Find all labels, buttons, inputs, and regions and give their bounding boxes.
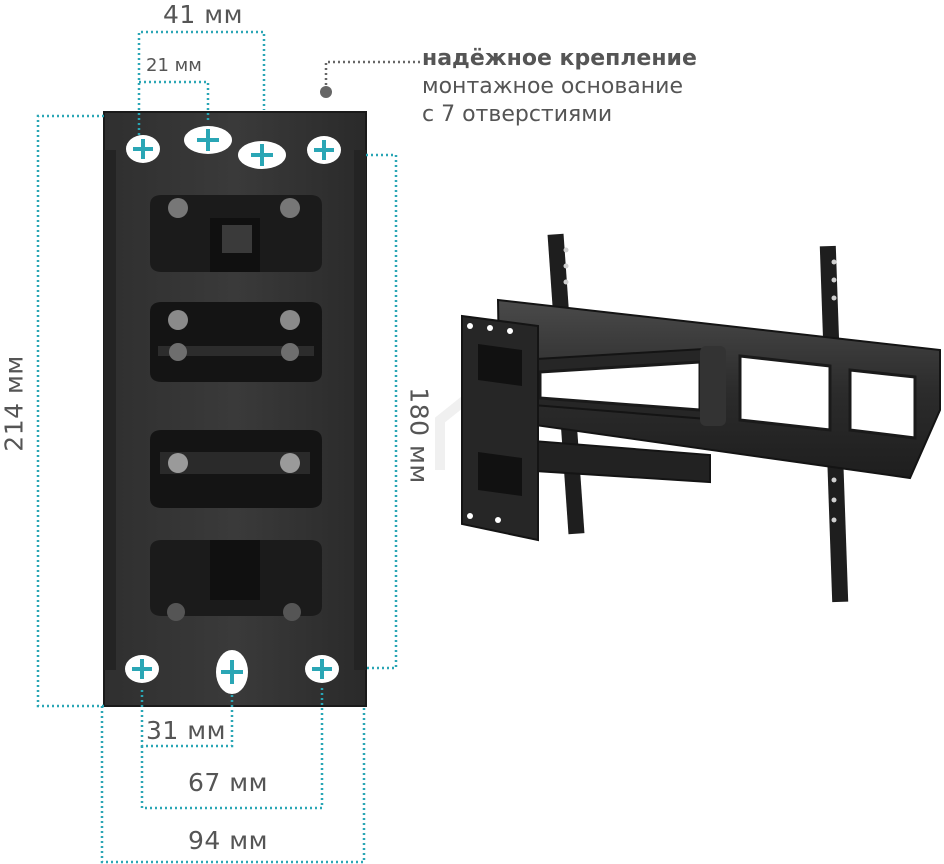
- hole-icon: [307, 136, 341, 164]
- hole-icon: [238, 141, 286, 169]
- dimension-label-bottom-mid: 67 мм: [188, 768, 268, 797]
- hole-icon: [126, 135, 160, 163]
- hole-icon: [216, 650, 248, 694]
- dimension-lines: [36, 30, 398, 864]
- dimension-label-bottom-full: 94 мм: [188, 826, 268, 855]
- dimension-label-right-height: 180 мм: [404, 387, 434, 484]
- hole-icon: [125, 655, 159, 683]
- dimension-label-top-outer: 41 мм: [163, 0, 243, 29]
- callout-title: надёжное крепление: [422, 46, 697, 71]
- callout-line-1: монтажное основание: [422, 74, 683, 99]
- feature-callout: надёжное крепление монтажное основание с…: [422, 45, 697, 129]
- mounting-holes: [125, 126, 341, 694]
- hole-icon: [305, 655, 339, 683]
- hole-icon: [184, 126, 232, 154]
- dimension-label-top-inner: 21 мм: [146, 55, 202, 76]
- callout-leader: [320, 60, 420, 98]
- wall-plate: [103, 111, 367, 707]
- callout-line-2: с 7 отверстиями: [422, 102, 613, 127]
- dimension-label-bottom-small: 31 мм: [146, 716, 226, 745]
- tv-mount-photo: [461, 233, 941, 603]
- dimension-label-left-height: 214 мм: [0, 355, 29, 452]
